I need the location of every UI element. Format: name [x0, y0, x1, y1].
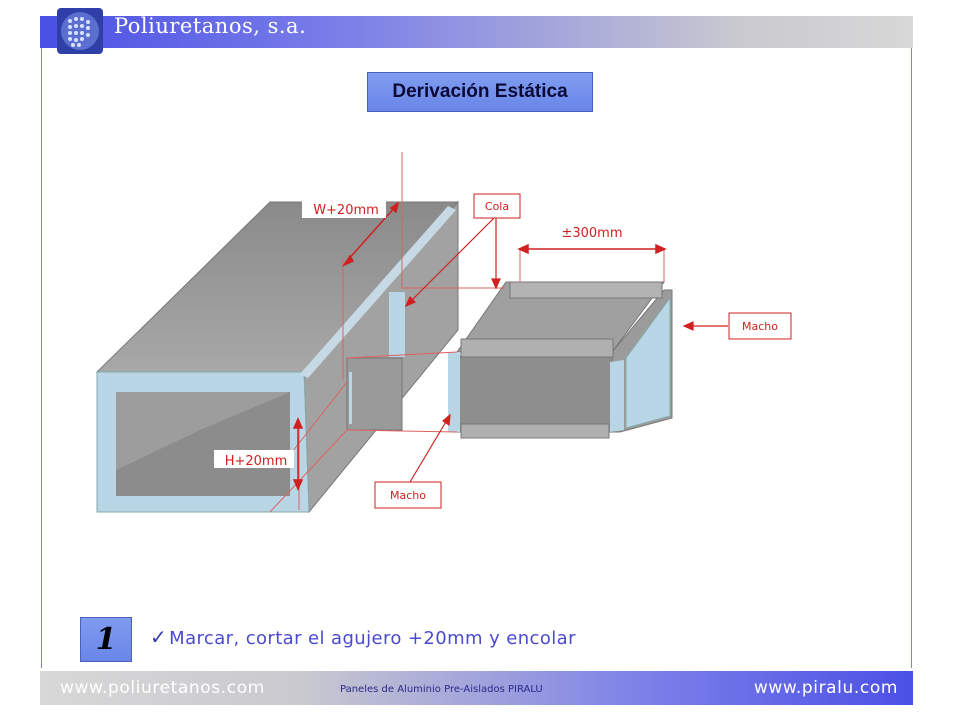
callout-arrows [404, 217, 728, 483]
height-dim-bg [214, 450, 294, 468]
guide-lines [269, 152, 665, 513]
footer-link-piralu[interactable]: www.piralu.com [753, 678, 898, 698]
height-dimension-label: H+20mm [225, 454, 288, 469]
width-dim-bg [302, 200, 386, 218]
macho-bottom-label: Macho [390, 489, 426, 502]
step-text: Marcar, cortar el agujero +20mm y encola… [169, 628, 576, 649]
frame-left-line [41, 48, 42, 668]
frame-right-line [911, 48, 912, 668]
step-instruction: ✓Marcar, cortar el agujero +20mm y encol… [150, 625, 576, 649]
length-dimension-label: ±300mm [561, 226, 622, 241]
header-bar [40, 16, 913, 48]
macho-right-label: Macho [742, 320, 778, 333]
branch-piece [448, 281, 673, 439]
footer-link-poliuretanos[interactable]: www.poliuretanos.com [60, 678, 265, 698]
cola-callout-box [473, 193, 521, 219]
macho-bottom-callout-box [374, 481, 442, 509]
dimension-arrows [292, 201, 667, 491]
slide-title: Derivación Estática [367, 72, 593, 112]
footer-tagline: Paneles de Aluminio Pre-Aislados PIRALU [340, 684, 543, 695]
step-number: 1 [80, 617, 132, 662]
footer-bar [40, 671, 913, 705]
check-icon: ✓ [150, 625, 168, 649]
cola-label: Cola [485, 200, 509, 213]
company-name: Poliuretanos, s.a. [114, 14, 307, 38]
width-dimension-label: W+20mm [313, 203, 379, 218]
main-duct [95, 200, 460, 514]
macho-right-callout-box [728, 312, 792, 340]
company-logo [57, 8, 103, 54]
